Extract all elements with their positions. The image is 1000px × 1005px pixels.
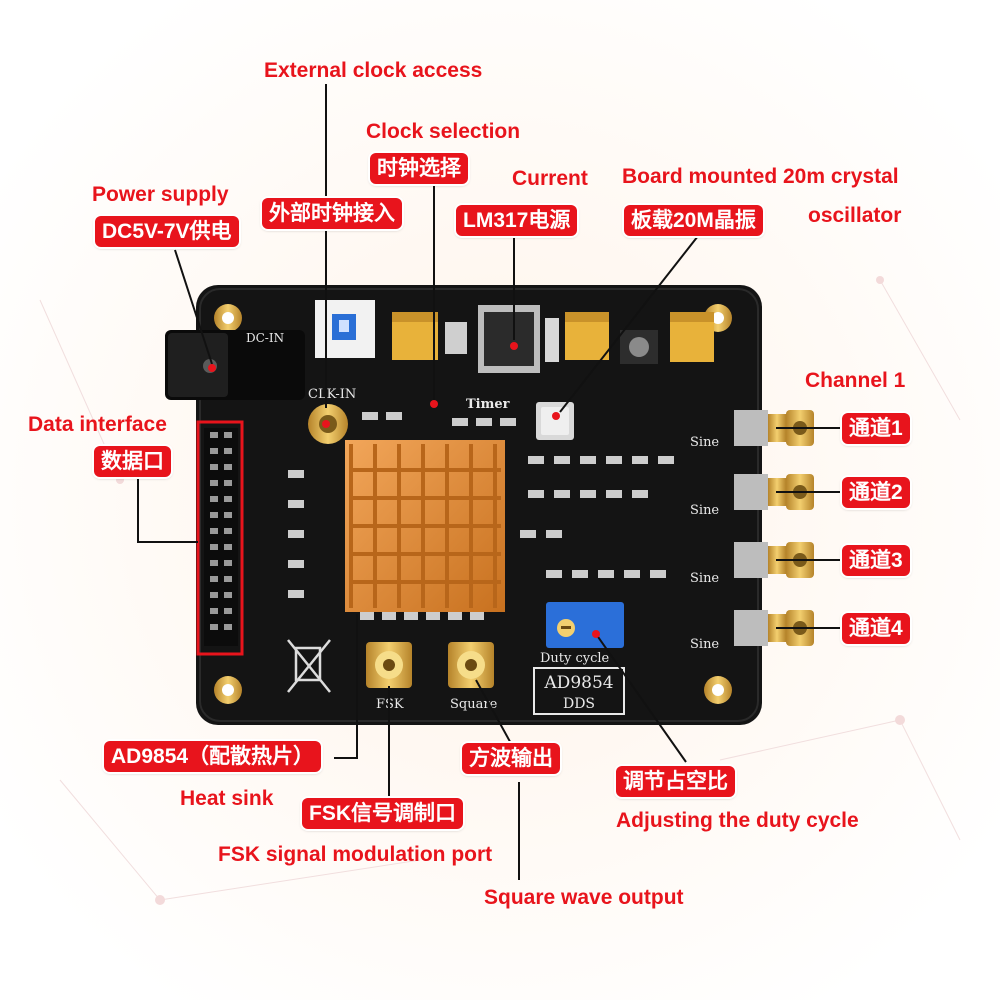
channel3-label-cn: 通道3: [842, 545, 910, 576]
channel4-label-cn: 通道4: [842, 613, 910, 644]
channel2-label-cn: 通道2: [842, 477, 910, 508]
chip-label-box: [533, 667, 625, 715]
silk-sine-3: Sine: [690, 571, 719, 586]
silk-sine-4: Sine: [690, 637, 719, 652]
channel1-label-en: Channel 1: [805, 369, 906, 392]
crystal-label-en-2: oscillator: [808, 204, 902, 227]
external-clock-label-cn: 外部时钟接入: [262, 198, 402, 229]
silk-chip-name: AD9854: [543, 673, 613, 693]
data-interface-label-cn: 数据口: [94, 446, 171, 477]
data-interface-label-en: Data interface: [28, 413, 167, 436]
duty-potentiometer: [546, 602, 624, 648]
silk-clk-in: CLK-IN: [308, 387, 356, 402]
clock-selection-label-cn: 时钟选择: [370, 153, 468, 184]
silk-sine-2: Sine: [690, 503, 719, 518]
silk-chip-type: DDS: [563, 696, 595, 712]
heatsink: [345, 440, 505, 612]
fsk-connector: [366, 642, 412, 688]
smd-components: [288, 412, 674, 620]
channel1-label-cn: 通道1: [842, 413, 910, 444]
silk-duty-cycle: Duty cycle: [540, 651, 610, 666]
background-network: [39, 279, 961, 901]
duty-cycle-label-cn: 调节占空比: [616, 766, 735, 797]
power-supply-label-en: Power supply: [92, 183, 229, 206]
crystal-label-en-1: Board mounted 20m crystal: [622, 165, 899, 188]
heatsink-label-en: Heat sink: [180, 787, 274, 810]
current-label-cn: LM317电源: [456, 205, 578, 236]
heatsink-label-cn: AD9854（配散热片）: [104, 741, 322, 772]
crystal-label-cn: 板载20M晶振: [624, 205, 763, 236]
duty-cycle-label-en: Adjusting the duty cycle: [616, 809, 859, 832]
silk-square: Square: [450, 697, 498, 712]
dc-jack: [165, 330, 305, 400]
data-interface-highlight: [196, 420, 244, 656]
external-clock-label-en: External clock access: [264, 59, 483, 82]
square-wave-label-en: Square wave output: [484, 886, 684, 909]
fsk-label-cn: FSK信号调制口: [302, 798, 463, 829]
silk-dc-in: DC-IN: [246, 331, 284, 345]
silk-sine-1: Sine: [690, 435, 719, 450]
power-supply-label-cn: DC5V-7V供电: [95, 216, 239, 247]
data-header: [204, 428, 238, 646]
weee-symbol: [287, 639, 331, 693]
silk-timer: Timer: [466, 397, 510, 412]
leader-lines: [137, 84, 842, 880]
fsk-label-en: FSK signal modulation port: [218, 843, 493, 866]
clock-selection-label-en: Clock selection: [366, 120, 521, 143]
current-label-en: Current: [512, 167, 588, 190]
square-connector: [448, 642, 494, 688]
square-wave-label-cn: 方波输出: [462, 743, 560, 774]
